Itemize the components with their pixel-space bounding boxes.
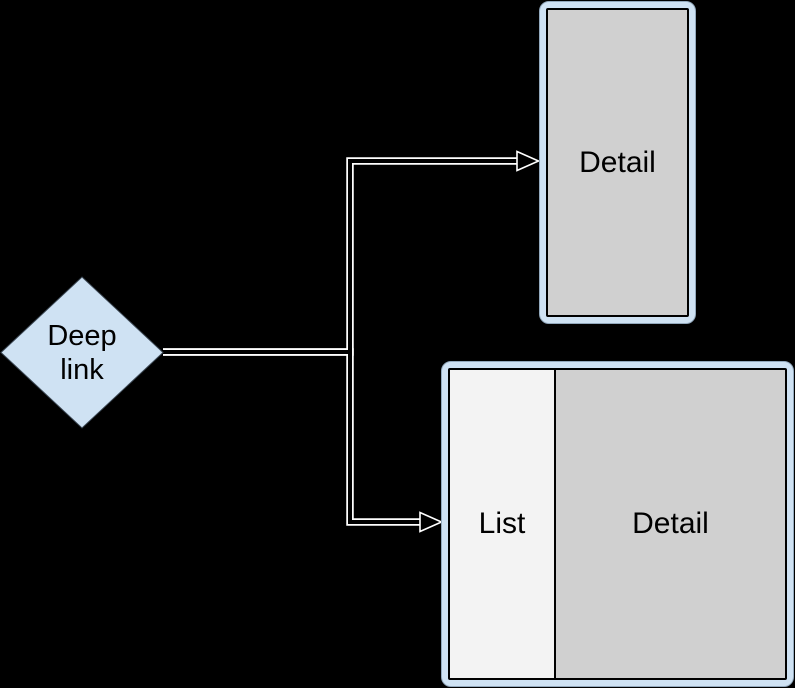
list-pane-label: List <box>478 507 526 540</box>
arrow-core-lines <box>163 159 517 524</box>
detail-pane-label: Detail <box>579 145 656 179</box>
list-detail-screen-content: List Detail <box>448 368 787 680</box>
detail-screen-frame: Detail <box>539 1 696 324</box>
detail-screen-content: Detail <box>546 8 689 317</box>
deep-link-diamond <box>0 276 164 429</box>
list-pane: List <box>450 370 556 678</box>
arrowhead-to-list-detail-icon <box>419 511 444 533</box>
list-detail-screen-frame: List Detail <box>441 361 794 687</box>
deep-link-label: Deep link <box>47 319 117 386</box>
detail-pane: Detail <box>548 10 687 315</box>
detail-pane: Detail <box>556 370 785 678</box>
detail-pane-label: Detail <box>632 507 709 540</box>
arrowhead-to-detail-icon <box>516 150 541 172</box>
